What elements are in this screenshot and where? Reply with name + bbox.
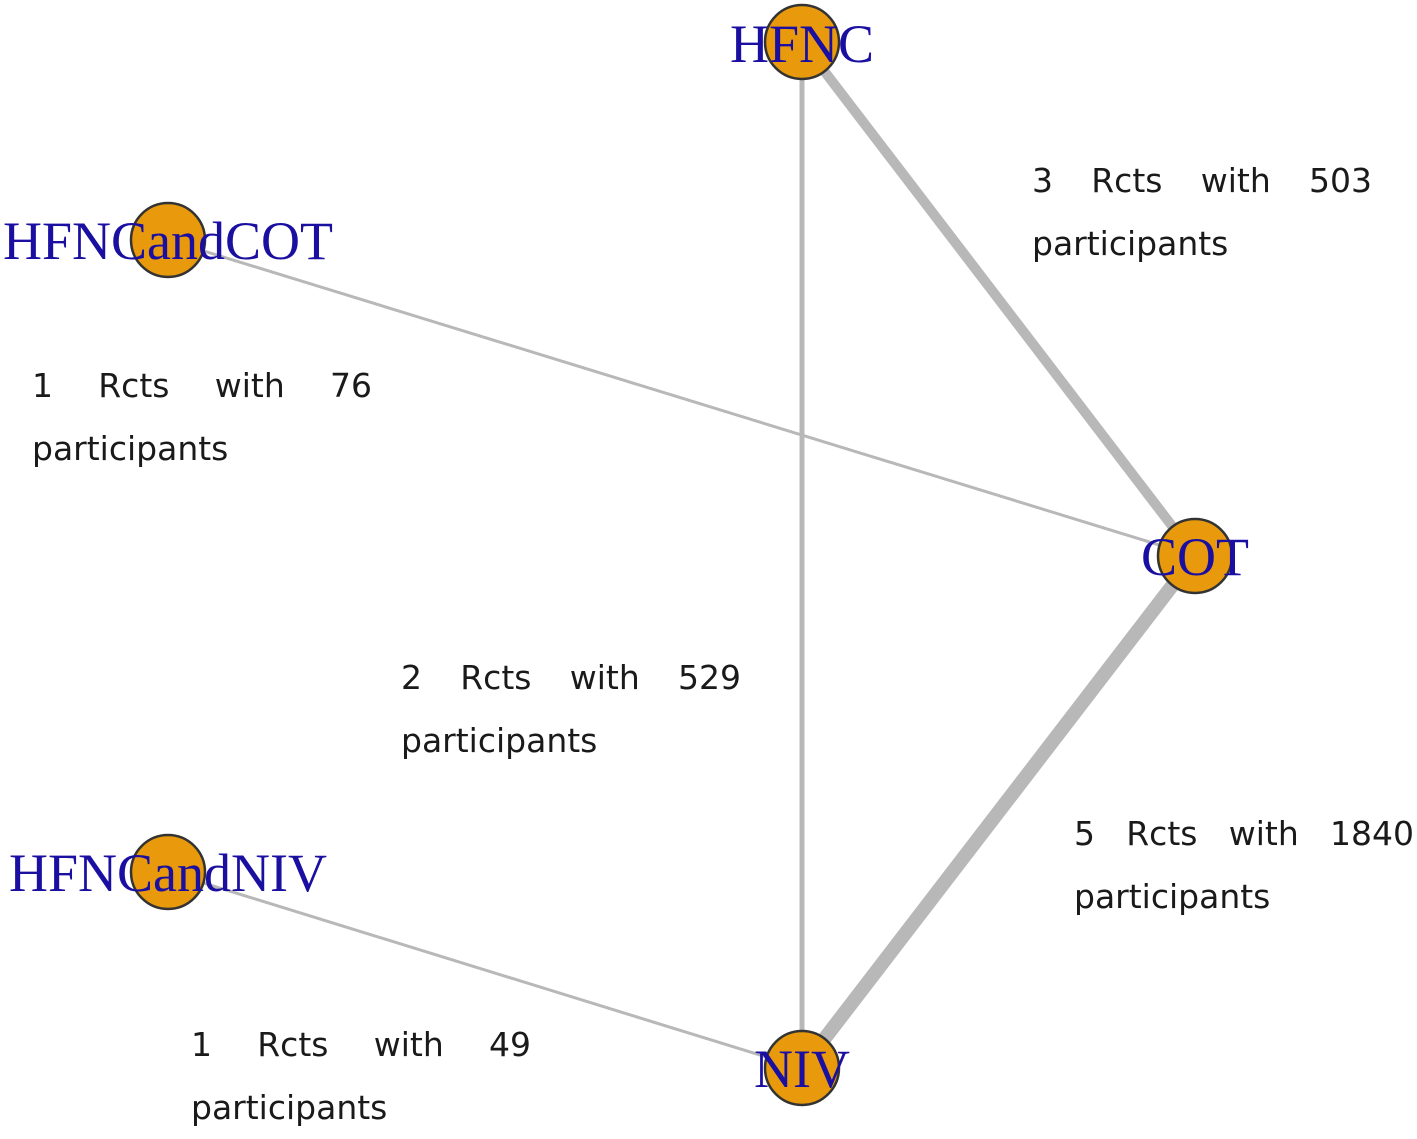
edge-label-line1: 1 Rcts with 49 bbox=[191, 1013, 531, 1076]
edge-label-hfnccot-cot: 1 Rcts with 76 participants bbox=[32, 354, 372, 480]
edge-label-hfncniv-niv: 1 Rcts with 49 participants bbox=[191, 1013, 531, 1139]
edge-label-word: with bbox=[1228, 814, 1299, 853]
node-hfnc bbox=[763, 3, 841, 81]
edge-label-word: 5 bbox=[1074, 814, 1095, 853]
edge-label-word: with bbox=[1200, 161, 1271, 200]
edge-label-line2: participants bbox=[1032, 224, 1229, 263]
edge-label-line2: participants bbox=[191, 1088, 388, 1127]
edges-layer bbox=[167, 38, 1201, 1073]
nodes-layer bbox=[129, 3, 1234, 1107]
edge-label-word: 1840 bbox=[1329, 814, 1414, 853]
edge-label-word: 1 bbox=[191, 1025, 212, 1064]
edge-label-line1: 2 Rcts with 529 bbox=[401, 646, 741, 709]
edge-label-word: with bbox=[214, 366, 285, 405]
edge-label-word: 76 bbox=[329, 366, 372, 405]
node-label-hfncandniv: HFNCandNIV bbox=[9, 843, 327, 903]
edge-label-hfnc-niv: 2 Rcts with 529 participants bbox=[401, 646, 741, 772]
edge-hfncniv-niv bbox=[167, 870, 803, 1070]
edge-label-line1: 1 Rcts with 76 bbox=[32, 354, 372, 417]
edge-label-word: 3 bbox=[1032, 161, 1053, 200]
edge-label-word: with bbox=[569, 658, 640, 697]
edge-label-word: Rcts bbox=[460, 658, 532, 697]
edge-hfnc-cot bbox=[798, 38, 1199, 560]
edge-label-word: 2 bbox=[401, 658, 422, 697]
edge-label-word: Rcts bbox=[257, 1025, 329, 1064]
edge-label-word: with bbox=[373, 1025, 444, 1064]
edge-label-word: 529 bbox=[677, 658, 741, 697]
edge-label-line2: participants bbox=[401, 721, 598, 760]
edge-label-line1: 3 Rcts with 503 bbox=[1032, 149, 1372, 212]
edge-label-hfnc-cot: 3 Rcts with 503 participants bbox=[1032, 149, 1372, 275]
edge-cot-niv bbox=[796, 551, 1201, 1073]
edge-label-line2: participants bbox=[32, 429, 229, 468]
node-label-hfncandcot: HFNCandCOT bbox=[3, 211, 333, 271]
edge-label-word: Rcts bbox=[98, 366, 170, 405]
edge-label-cot-niv: 5 Rcts with 1840 participants bbox=[1074, 802, 1414, 928]
edge-label-line1: 5 Rcts with 1840 bbox=[1074, 802, 1414, 865]
edge-hfnccot-cot bbox=[167, 238, 1196, 558]
edge-label-word: 503 bbox=[1308, 161, 1372, 200]
node-hfncandcot bbox=[129, 201, 207, 279]
node-label-hfnc: HFNC bbox=[730, 14, 874, 74]
edge-label-word: 49 bbox=[488, 1025, 531, 1064]
node-cot bbox=[1156, 517, 1234, 595]
edge-label-word: Rcts bbox=[1091, 161, 1163, 200]
node-label-cot: COT bbox=[1141, 527, 1249, 587]
node-labels-layer: HFNC HFNCandCOT COT HFNCandNIV NIV bbox=[3, 14, 1249, 1099]
node-label-niv: NIV bbox=[754, 1039, 850, 1099]
edge-label-line2: participants bbox=[1074, 877, 1271, 916]
node-hfncandniv bbox=[129, 833, 207, 911]
edge-label-word: 1 bbox=[32, 366, 53, 405]
node-niv bbox=[763, 1029, 841, 1107]
edge-label-word: Rcts bbox=[1126, 814, 1198, 853]
